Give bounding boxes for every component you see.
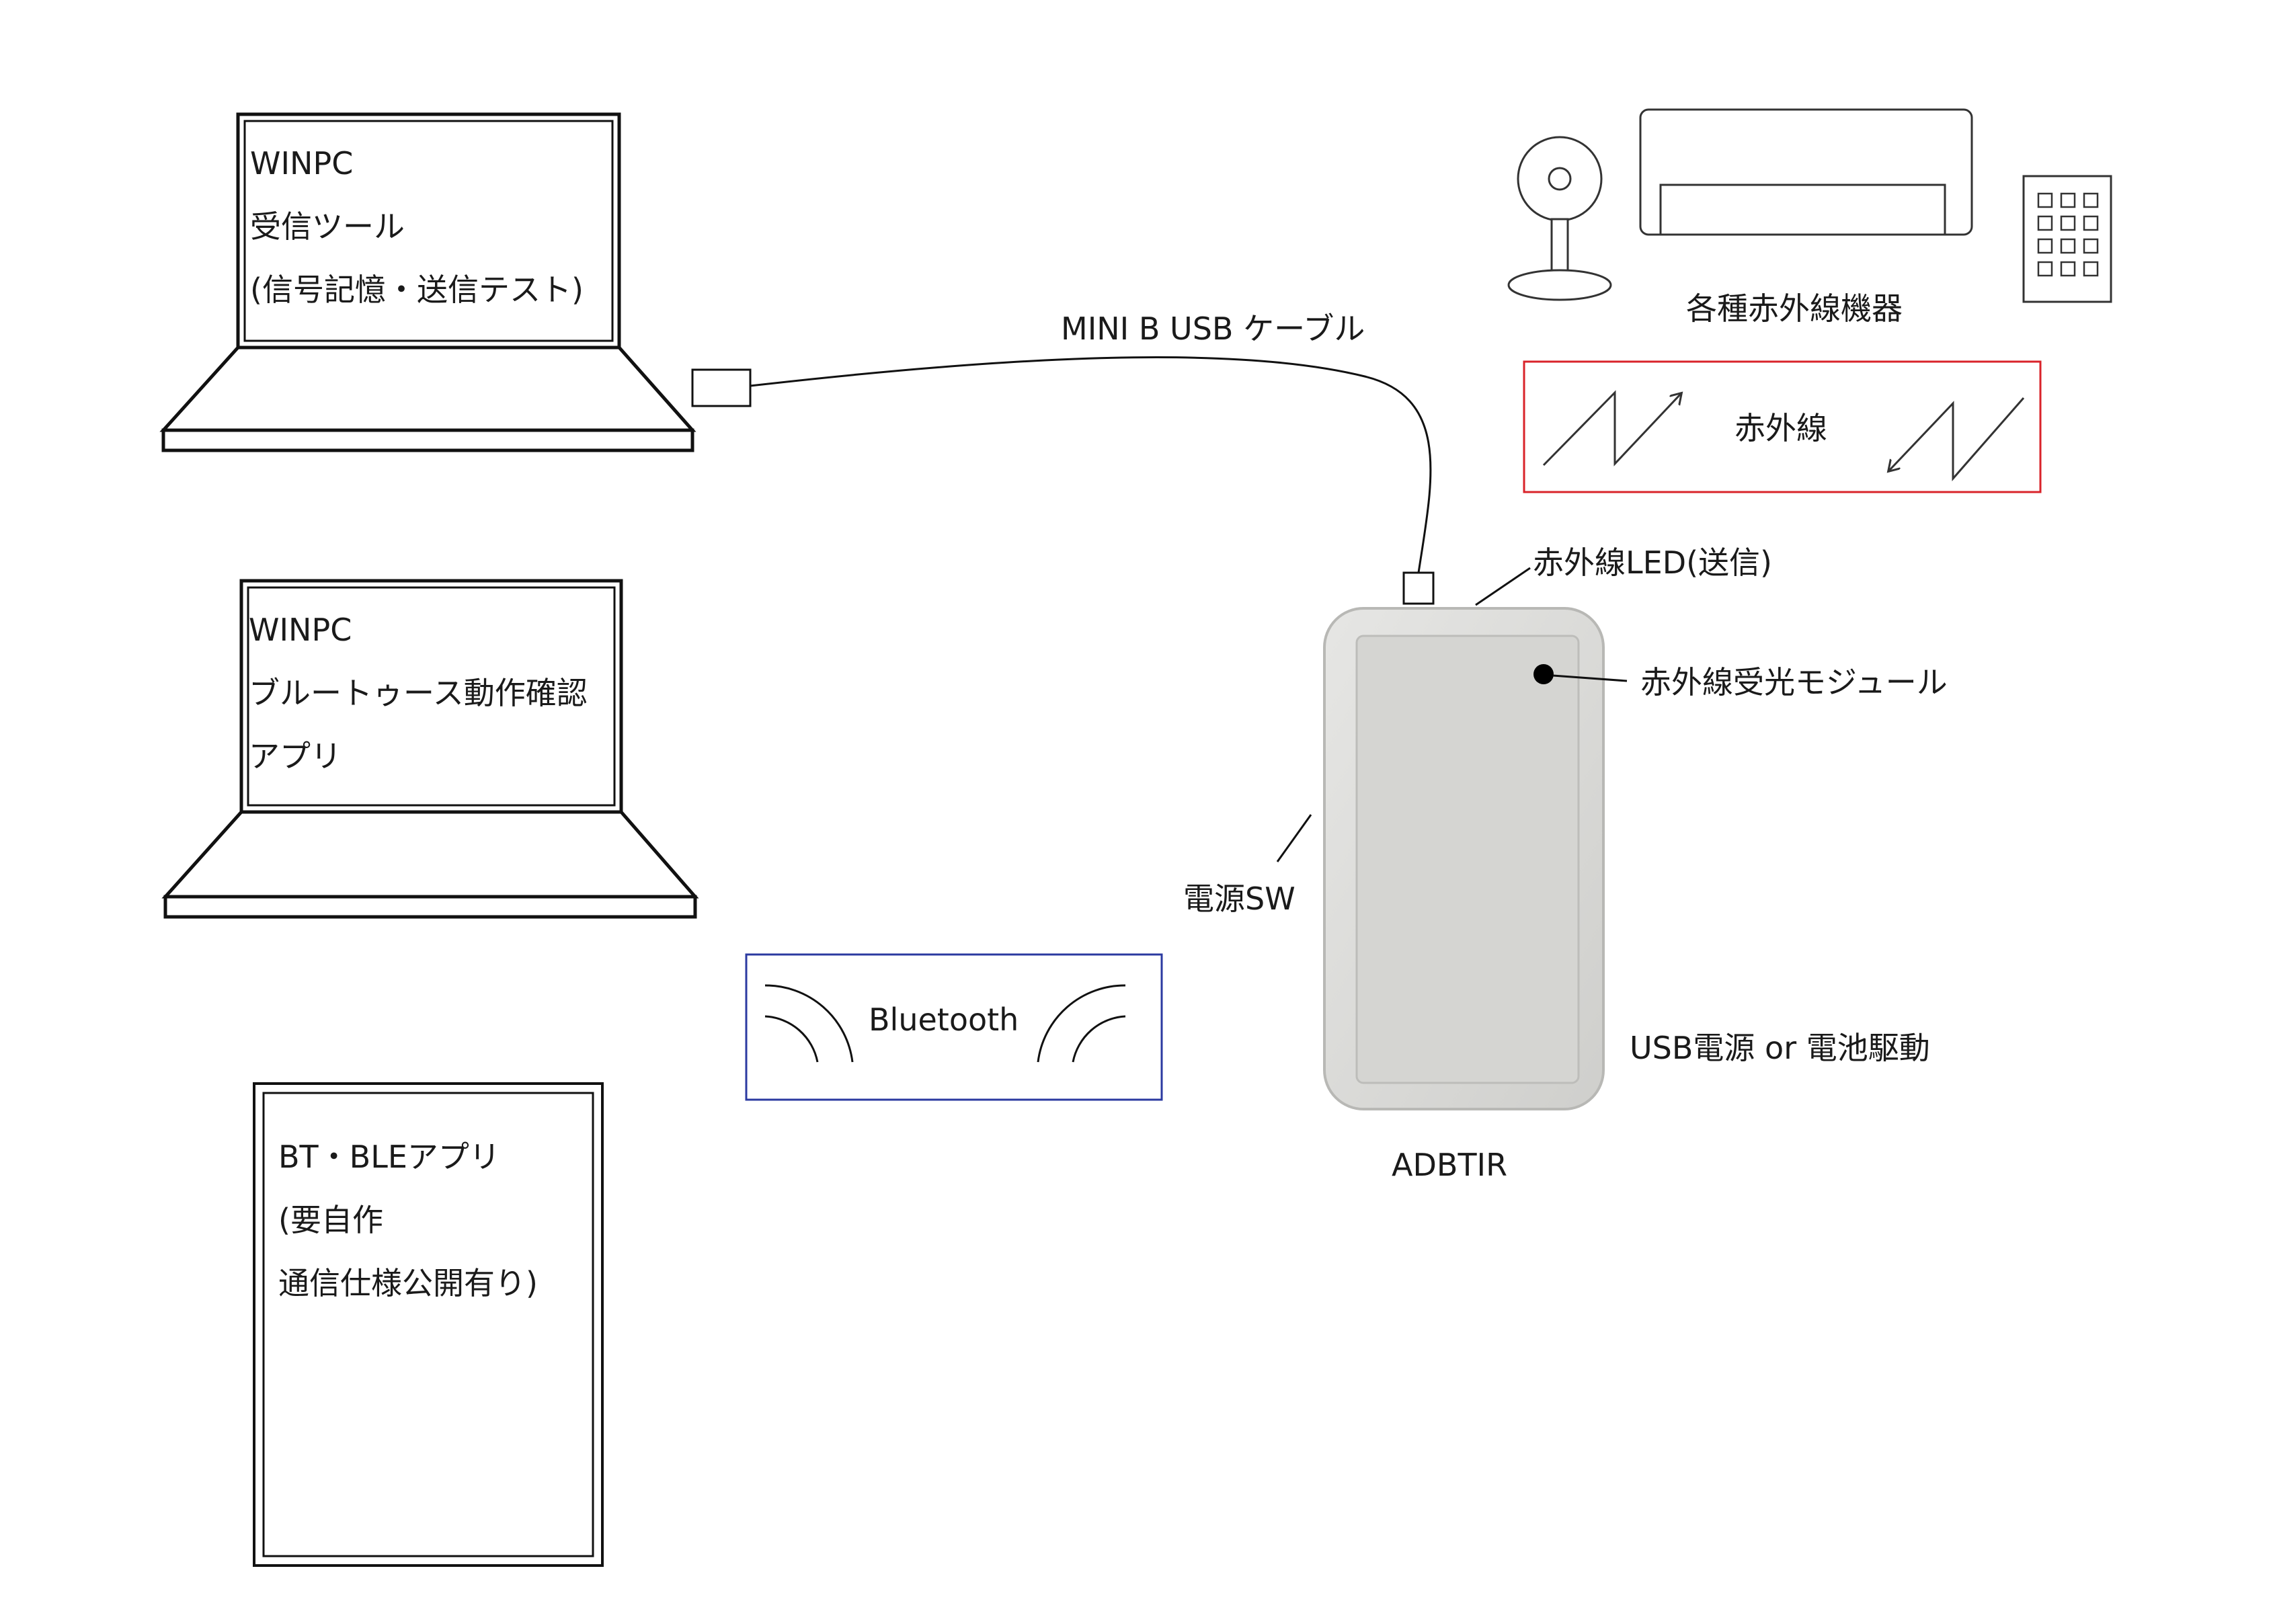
bluetooth-box-border	[745, 953, 1163, 1101]
bt-wave-right-outer	[1037, 984, 1126, 1063]
infrared-box-border	[1523, 360, 2042, 493]
laptop-receiver-screen-text: WINPC 受信ツール (信号記憶・送信テスト)	[250, 132, 584, 321]
switch-leader-line	[1276, 814, 1312, 862]
smartphone-line-3: 通信仕様公開有り)	[278, 1265, 538, 1301]
usb-cable-label: MINI B USB ケーブル	[1061, 311, 1365, 347]
power-source-label: USB電源 or 電池駆動	[1630, 1030, 1930, 1066]
remote-control-icon	[2022, 175, 2112, 303]
laptop-bluetooth-app	[161, 579, 699, 919]
power-switch-label: 電源SW	[1183, 881, 1295, 917]
device-name-label: ADBTIR	[1392, 1147, 1508, 1183]
laptop-receiver-tool	[159, 112, 696, 452]
smartphone-line-1: BT・BLEアプリ	[278, 1139, 500, 1175]
bluetooth-box	[745, 953, 1163, 1101]
bluetooth-label: Bluetooth	[869, 1002, 1019, 1038]
laptop-receiver-line-3: (信号記憶・送信テスト)	[250, 272, 584, 308]
bt-wave-right-inner	[1072, 1015, 1126, 1063]
ir-devices-label: 各種赤外線機器	[1686, 290, 1903, 327]
usb-plug-pc	[691, 368, 752, 407]
ir-receiver-label: 赤外線受光モジュール	[1640, 664, 1948, 700]
adbtir-device	[1323, 607, 1605, 1110]
laptop-bluetooth-line-2: ブルートゥース動作確認	[249, 675, 588, 711]
laptop-receiver-line-1: WINPC	[250, 145, 354, 181]
bt-wave-left-outer	[764, 984, 854, 1063]
smartphone-screen-text: BT・BLEアプリ (要自作 通信仕様公開有り)	[278, 1125, 538, 1315]
air-conditioner-icon	[1639, 108, 1973, 236]
bt-wave-left-inner	[764, 1015, 819, 1063]
laptop-bluetooth-line-1: WINPC	[249, 612, 352, 648]
usb-plug-device	[1402, 571, 1435, 605]
laptop-bluetooth-line-3: アプリ	[249, 738, 342, 774]
ir-receiver-dot	[1533, 664, 1554, 684]
infrared-box	[1523, 360, 2042, 493]
smartphone-frame	[253, 1082, 604, 1567]
laptop-receiver-line-2: 受信ツール	[250, 208, 405, 245]
ir-led-label: 赤外線LED(送信)	[1533, 544, 1773, 581]
receiver-leader-line	[1552, 674, 1628, 682]
fan-icon	[1507, 136, 1612, 301]
usb-cable	[691, 356, 1435, 605]
smartphone-line-2: (要自作	[278, 1202, 383, 1238]
led-leader-line	[1475, 567, 1531, 606]
laptop-bluetooth-screen-text: WINPC ブルートゥース動作確認 アプリ	[249, 598, 588, 788]
infrared-label: 赤外線	[1734, 410, 1827, 446]
